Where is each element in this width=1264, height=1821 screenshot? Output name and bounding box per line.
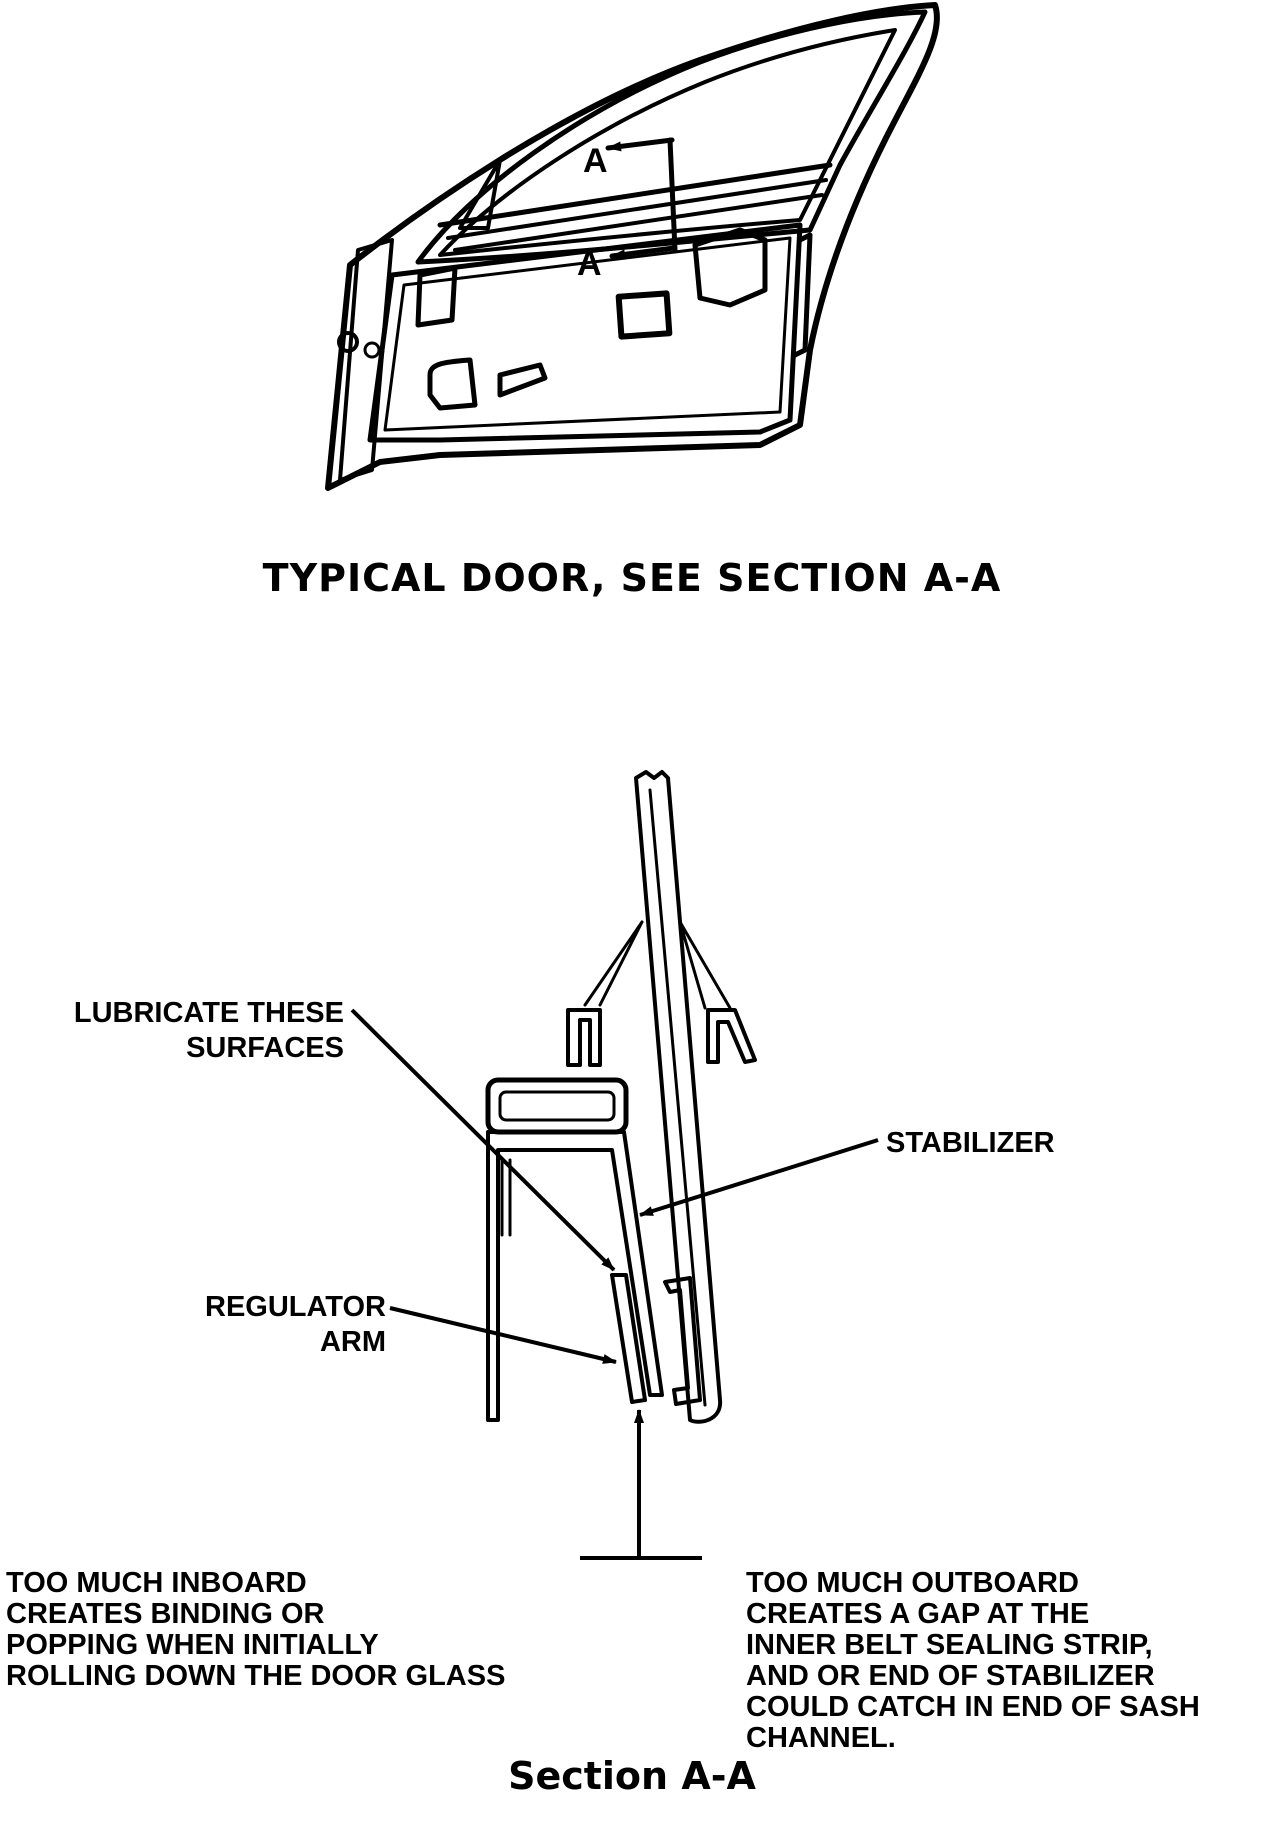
belt-seal-inner bbox=[566, 1008, 602, 1067]
seal-pointer-right bbox=[678, 920, 732, 1010]
regulator-arm bbox=[610, 1273, 647, 1404]
section-marker-bottom: A bbox=[577, 245, 602, 283]
hinge-pillar bbox=[338, 238, 394, 482]
hinge-hole bbox=[337, 331, 359, 353]
door-glass bbox=[634, 770, 723, 1424]
sash-channel bbox=[663, 1276, 702, 1406]
access-hole-center bbox=[615, 290, 673, 340]
belt-molding-3 bbox=[453, 193, 824, 252]
window-frame-inner bbox=[438, 28, 897, 257]
section-marker-top: A bbox=[583, 142, 608, 180]
stabilizer-inner-edge bbox=[500, 1158, 512, 1237]
door-illustration bbox=[325, 2, 940, 491]
belt-molding-1 bbox=[437, 162, 833, 228]
belt-molding-2 bbox=[446, 178, 828, 240]
section-arrow-top bbox=[605, 137, 675, 152]
access-hole-lower-mid bbox=[497, 362, 548, 398]
access-hole-right bbox=[692, 227, 768, 308]
section-cut-line bbox=[667, 137, 678, 253]
regulator-leader bbox=[389, 1306, 617, 1364]
too-much-inboard-note: TOO MUCH INBOARD CREATES BINDING OR POPP… bbox=[6, 1567, 506, 1692]
inner-panel-outline bbox=[367, 222, 803, 443]
stabilizer-leader bbox=[639, 1138, 879, 1217]
door-rear-edge bbox=[792, 232, 813, 358]
access-hole-lower-left bbox=[427, 357, 478, 411]
lubricate-leader bbox=[350, 1008, 616, 1272]
stabilizer-label: STABILIZER bbox=[886, 1127, 1055, 1159]
lubricate-surfaces-label: LUBRICATE THESE SURFACES bbox=[73, 997, 344, 1064]
seal-pointer-left bbox=[583, 920, 644, 1007]
door-glass-inner-line bbox=[648, 788, 707, 1407]
section-arrow-bottom bbox=[609, 245, 677, 260]
stabilizer-body bbox=[486, 1130, 664, 1422]
section-illustration bbox=[485, 770, 757, 1424]
section-figure-caption: Section A-A bbox=[508, 1754, 756, 1798]
vent-window bbox=[458, 158, 502, 230]
stabilizer-bracket-top bbox=[485, 1077, 629, 1135]
door-outer-outline bbox=[325, 2, 940, 491]
leader-lines bbox=[350, 1008, 879, 1560]
door-figure-caption: TYPICAL DOOR, SEE SECTION A-A bbox=[262, 556, 1002, 600]
access-hole-left-upper bbox=[415, 265, 458, 328]
stabilizer-bracket-top-inner bbox=[498, 1090, 616, 1122]
inner-panel-outline-2 bbox=[383, 236, 792, 432]
regulator-arm-label: REGULATOR ARM bbox=[205, 1291, 386, 1358]
hinge-hole-2 bbox=[363, 341, 381, 359]
too-much-outboard-note: TOO MUCH OUTBOARD CREATES A GAP AT THE I… bbox=[746, 1567, 1200, 1754]
belt-seal-outer bbox=[706, 1008, 757, 1064]
